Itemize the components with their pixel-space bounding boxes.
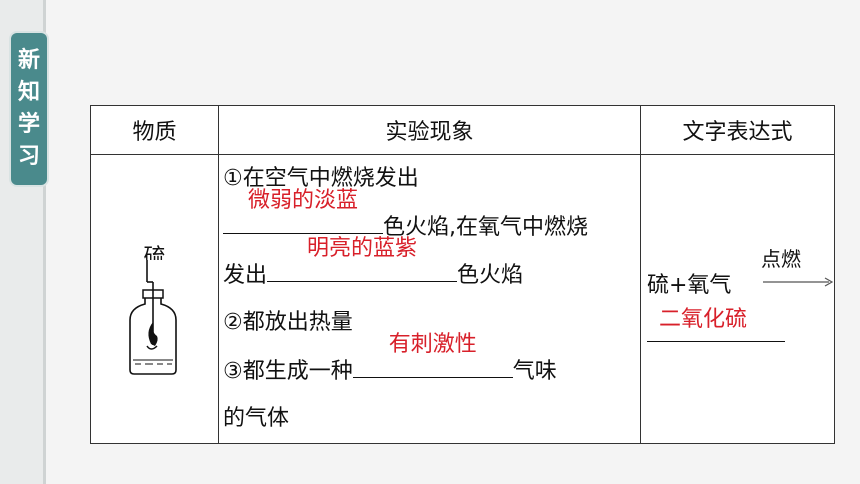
header-phenomena: 实验现象 [218,105,641,155]
section-tab-char: 新 [17,48,40,73]
answer-1: 微弱的淡蓝 [247,188,358,213]
experiment-table: 物质 实验现象 文字表达式 硫 ①在空气中燃烧发出 [90,105,835,444]
section-tab-char: 知 [17,80,40,105]
phenomena-line-5: ③都生成一种有刺激性气味 [223,332,640,395]
equation-product-answer: 二氧化硫 [659,307,748,332]
phenomena-line-6: 的气体 [223,406,290,431]
reaction-arrow-icon [763,277,833,287]
header-equation: 文字表达式 [640,105,835,155]
phenomena-line-4: ②都放出热量 [223,310,353,335]
cell-phenomena: ①在空气中燃烧发出 微弱的淡蓝色火焰,在氧气中燃烧 发出明亮的蓝紫色火焰 ②都放… [218,154,641,444]
section-tab-new-knowledge: 新 知 学 习 [11,33,47,185]
fill-blank-1: 微弱的淡蓝 [223,188,383,234]
equation-reactants: 硫+氧气 [647,273,732,298]
answer-2: 明亮的蓝紫 [307,236,418,261]
product-blank-line [647,341,785,342]
fill-blank-3: 有刺激性 [352,332,513,378]
answer-3: 有刺激性 [388,332,477,357]
phenomena-line-3: 发出明亮的蓝紫色火焰 [223,236,640,299]
header-material: 物质 [90,105,219,155]
table-header-row: 物质 实验现象 文字表达式 [90,105,835,155]
reaction-condition: 点燃 [761,247,801,271]
phenomena-line-1: ①在空气中燃烧发出 [223,166,419,191]
cell-material: 硫 [90,154,219,444]
section-tab-char: 习 [17,144,40,169]
section-tab-char: 学 [17,112,40,137]
fill-blank-2: 明亮的蓝紫 [267,236,458,282]
combustion-jar-illustration [127,260,179,380]
table-row-sulfur: 硫 ①在空气中燃烧发出 微弱的淡蓝色火焰,在氧气中燃烧 发出明亮的蓝紫色火焰 [90,154,835,444]
cell-equation: 硫+氧气 点燃 二氧化硫 [640,154,835,444]
phenomena-line-2: 微弱的淡蓝色火焰,在氧气中燃烧 [223,188,640,251]
